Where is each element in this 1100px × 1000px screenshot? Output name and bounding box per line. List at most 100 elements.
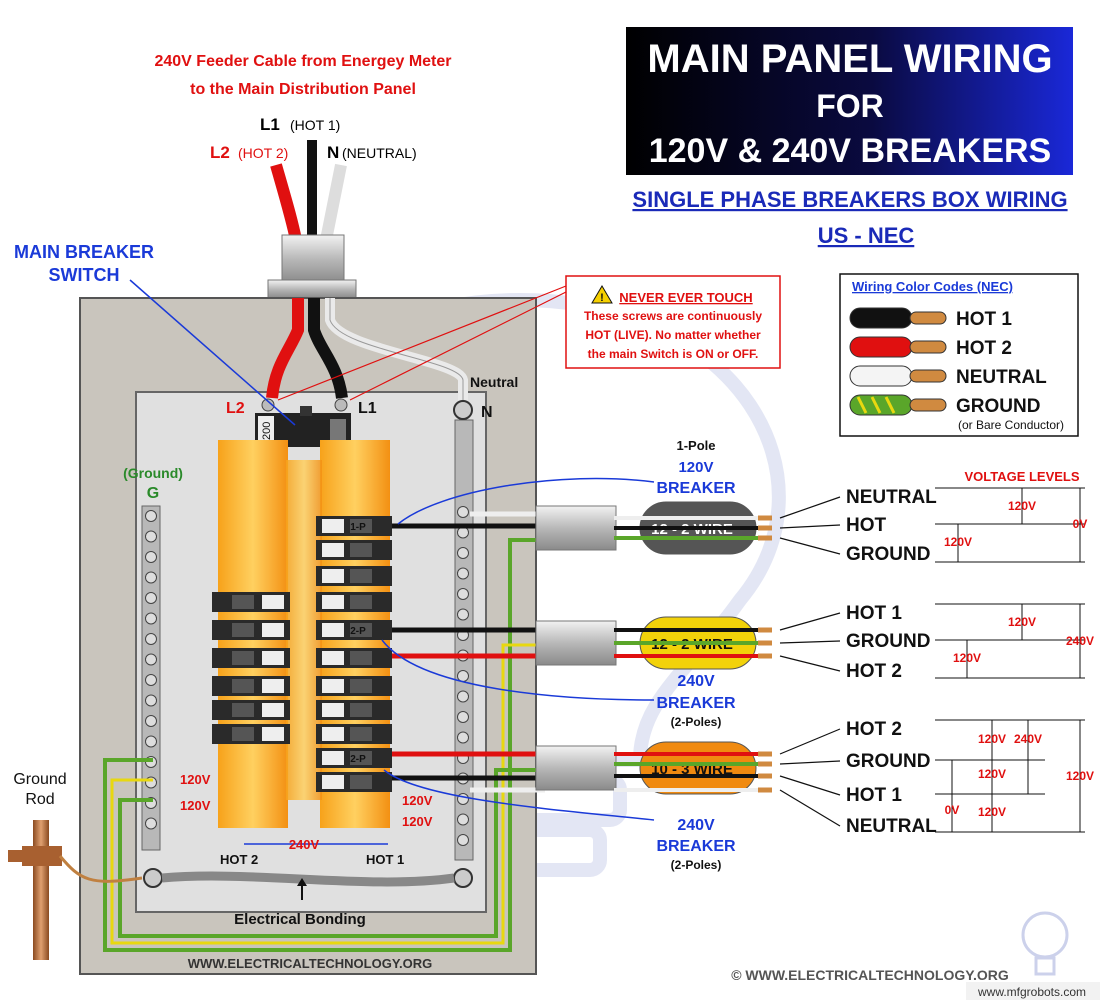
feeder-l2-note: (HOT 2) bbox=[238, 145, 288, 161]
warning-icon bbox=[591, 285, 613, 304]
bk3-line2: BREAKER bbox=[656, 838, 736, 855]
voltage-value: 120V bbox=[978, 767, 1006, 781]
cable-gland bbox=[281, 234, 345, 284]
screw bbox=[145, 551, 157, 563]
legend-swatch bbox=[849, 336, 913, 358]
legend-title: Wiring Color Codes (NEC) bbox=[852, 279, 1013, 294]
neutral-screws bbox=[457, 506, 469, 846]
copyright: © WWW.ELECTRICALTECHNOLOGY.ORG bbox=[731, 967, 1009, 983]
breaker-1p-label: 1-P bbox=[350, 522, 366, 533]
wire-label: GROUND bbox=[846, 544, 930, 565]
gland-nut bbox=[267, 279, 357, 299]
bk2-line1: 240V bbox=[677, 673, 715, 690]
legend-copper bbox=[909, 369, 947, 383]
screw bbox=[457, 690, 469, 703]
wire-label: GROUND bbox=[846, 751, 930, 772]
legend-swatch bbox=[849, 307, 913, 329]
warning-line3: the main Switch is ON or OFF. bbox=[588, 347, 759, 361]
voltage-value: 240V bbox=[1066, 634, 1094, 648]
main-breaker-rating: 200 bbox=[261, 422, 273, 440]
svg-text:!: ! bbox=[600, 292, 604, 304]
title-line3: 120V & 240V BREAKERS bbox=[649, 132, 1052, 170]
legend-label: NEUTRAL bbox=[956, 367, 1047, 388]
screw bbox=[457, 547, 469, 559]
panel-120v-d: 120V bbox=[402, 814, 433, 829]
screw bbox=[457, 711, 469, 723]
screw bbox=[457, 813, 469, 826]
bk1-line2: 120V bbox=[678, 459, 713, 476]
panel-website: WWW.ELECTRICALTECHNOLOGY.ORG bbox=[188, 956, 433, 971]
wire-label: GROUND bbox=[846, 631, 930, 652]
panel-l1-label: L1 bbox=[358, 400, 377, 417]
panel-240v: 240V bbox=[289, 837, 320, 852]
wire-label: HOT 2 bbox=[846, 661, 902, 682]
screw bbox=[457, 588, 469, 600]
screw bbox=[457, 834, 469, 846]
screw bbox=[145, 653, 157, 666]
voltage-value: 120V bbox=[978, 732, 1006, 746]
screw bbox=[457, 506, 469, 518]
feeder-l1: L1 bbox=[260, 115, 280, 134]
voltage-value: 120V bbox=[953, 651, 981, 665]
screw bbox=[145, 571, 157, 584]
screw bbox=[145, 817, 157, 830]
screw bbox=[457, 670, 469, 682]
breaker-2p-label-b: 2-P bbox=[350, 754, 366, 765]
legend-label: HOT 1 bbox=[956, 309, 1012, 330]
bonding-wire bbox=[161, 871, 455, 887]
feeder-l2: L2 bbox=[210, 143, 230, 162]
feeder-l1-note: (HOT 1) bbox=[290, 117, 340, 133]
feeder-line1: 240V Feeder Cable from Energey Meter bbox=[154, 53, 451, 70]
title-line2: FOR bbox=[816, 88, 884, 124]
hot1-label: HOT 1 bbox=[366, 852, 404, 867]
subtitle-line1: SINGLE PHASE BREAKERS BOX WIRING bbox=[632, 187, 1067, 212]
breaker-2p-label-a: 2-P bbox=[350, 626, 366, 637]
legend-label: HOT 2 bbox=[956, 338, 1012, 359]
voltage-value: 240V bbox=[1014, 732, 1042, 746]
screw bbox=[457, 526, 469, 539]
screw bbox=[457, 567, 469, 580]
panel-120v-c: 120V bbox=[402, 793, 433, 808]
title-box bbox=[626, 27, 1073, 175]
voltage-title: VOLTAGE LEVELS bbox=[964, 469, 1079, 484]
bk3-line1: 240V bbox=[677, 817, 715, 834]
warning-line2: HOT (LIVE). No matter whether bbox=[585, 328, 761, 342]
feeder-wire-n bbox=[320, 163, 347, 242]
panel-120v-a: 120V bbox=[180, 772, 211, 787]
screw bbox=[145, 735, 157, 748]
wire-label: HOT 2 bbox=[846, 719, 902, 740]
wire-label: HOT 1 bbox=[846, 603, 902, 624]
screw bbox=[145, 592, 157, 604]
warning-title: NEVER EVER TOUCH bbox=[619, 290, 752, 305]
main-breaker-label-2: SWITCH bbox=[49, 265, 120, 285]
bk2-line3: (2-Poles) bbox=[671, 715, 722, 729]
subtitle-line2: US - NEC bbox=[818, 223, 915, 248]
feeder-line2: to the Main Distribution Panel bbox=[190, 81, 416, 98]
branch-cables: 12 - 2 WIRENEUTRALHOTGROUND12 - 2 WIREHO… bbox=[392, 487, 937, 837]
cable-connector bbox=[535, 620, 617, 666]
screw bbox=[457, 731, 469, 744]
screw bbox=[457, 793, 469, 805]
ground-label: (Ground) bbox=[123, 465, 183, 481]
voltage-value: 0V bbox=[1073, 517, 1088, 531]
screw bbox=[145, 612, 157, 625]
feeder-n: N bbox=[327, 143, 339, 162]
wire-label: NEUTRAL bbox=[846, 816, 937, 837]
legend-copper bbox=[909, 398, 947, 412]
hot2-label: HOT 2 bbox=[220, 852, 258, 867]
feeder-wire-l2 bbox=[270, 163, 302, 242]
feeder-n-note: (NEUTRAL) bbox=[342, 145, 417, 161]
voltage-value: 120V bbox=[978, 805, 1006, 819]
main-breaker-label-1: MAIN BREAKER bbox=[14, 242, 154, 262]
legend-swatch bbox=[849, 365, 913, 387]
voltage-value: 120V bbox=[944, 535, 972, 549]
screw bbox=[145, 633, 157, 645]
legend-label: GROUND bbox=[956, 396, 1040, 417]
voltage-value: 0V bbox=[945, 803, 960, 817]
cable-connector bbox=[535, 505, 617, 551]
bonding-label: Electrical Bonding bbox=[234, 911, 366, 928]
title-line1: MAIN PANEL WIRING bbox=[647, 37, 1052, 81]
ground-rod bbox=[33, 820, 49, 960]
